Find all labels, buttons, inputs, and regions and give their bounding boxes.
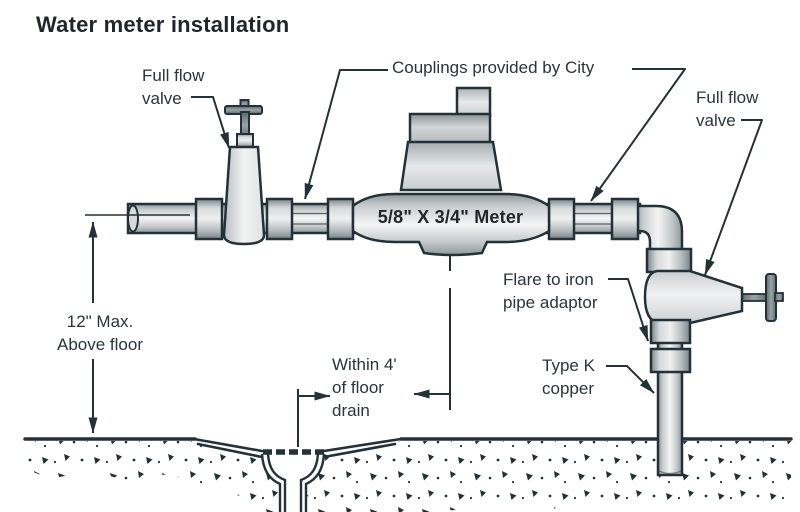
flare-adaptor-coupling — [649, 347, 692, 374]
dimension-within-4ft — [297, 256, 451, 447]
leader-couplings-left — [304, 69, 388, 200]
leader-couplings-right — [590, 68, 686, 202]
leader-full-flow-left — [191, 96, 230, 149]
coupling — [610, 197, 640, 241]
drain-slope-left — [192, 437, 264, 453]
coupling — [265, 197, 294, 241]
flare-adaptor-coupling — [649, 318, 692, 345]
meter-register — [408, 112, 492, 145]
valve-cone-body — [643, 269, 744, 325]
elbow — [632, 204, 684, 254]
leader-lines — [191, 68, 763, 394]
pipe-open-end — [127, 204, 139, 233]
valve-handle-nub — [774, 292, 784, 302]
left-full-flow-valve — [222, 99, 266, 246]
dimension-12in-max — [85, 214, 190, 434]
leader-flare-adaptor — [608, 278, 649, 342]
valve-collar — [236, 133, 254, 148]
leader-type-k — [606, 365, 655, 394]
meter-body — [351, 192, 551, 257]
valve-cone-body — [222, 145, 266, 246]
floor-drain — [260, 453, 326, 512]
leader-full-flow-right — [704, 119, 763, 276]
coupling — [547, 197, 576, 241]
meter-register-base — [399, 140, 503, 192]
concrete-stipple — [25, 441, 791, 512]
valve-stem — [739, 293, 769, 302]
water-meter — [351, 86, 551, 257]
right-riser — [643, 247, 784, 477]
coupling — [194, 197, 224, 241]
coupling — [645, 247, 693, 274]
drain-slope-right — [322, 437, 403, 453]
coupling — [326, 197, 355, 241]
floor-line — [23, 437, 793, 459]
meter-register-cap — [455, 86, 492, 118]
right-full-flow-valve — [643, 269, 784, 325]
drain-funnel-body — [262, 454, 324, 512]
